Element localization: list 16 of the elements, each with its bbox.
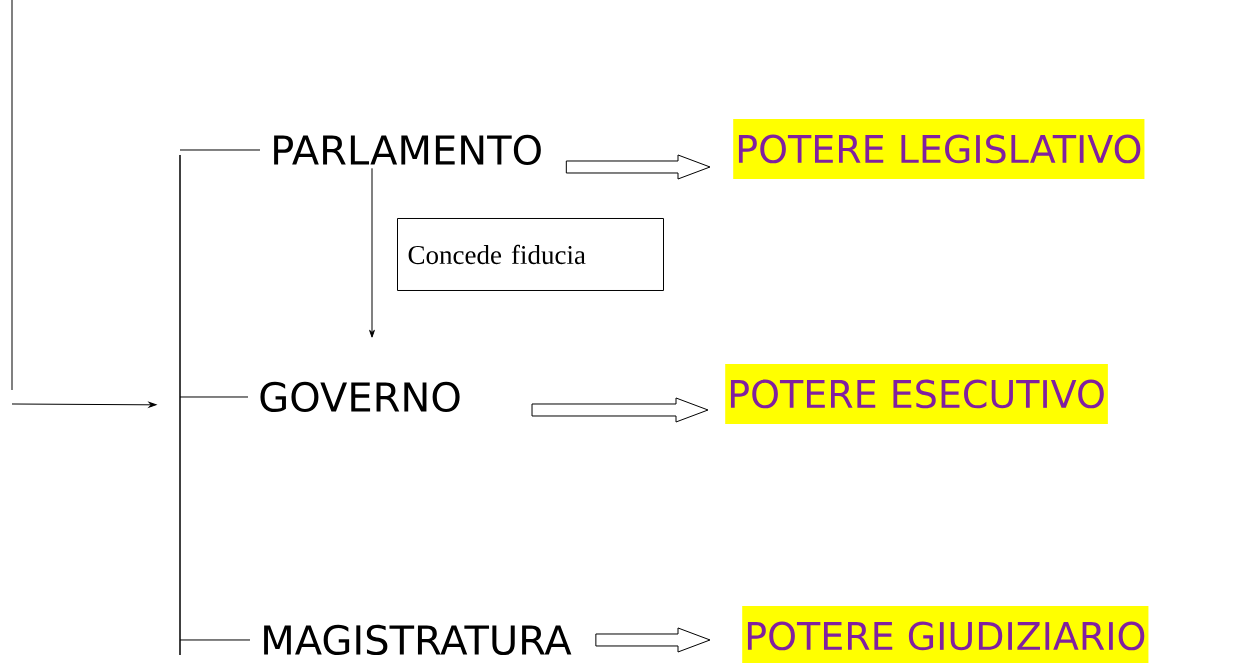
organ-label: GOVERNO xyxy=(260,381,460,413)
note-box: Concede fiducia xyxy=(397,218,664,291)
power-box: POTERE ESECUTIVO xyxy=(725,364,1108,424)
connector-line xyxy=(179,639,251,641)
arrow xyxy=(11,0,157,408)
arrow xyxy=(369,167,375,338)
connector-line xyxy=(179,396,249,398)
power-box: POTERE LEGISLATIVO xyxy=(733,119,1145,179)
block-arrow xyxy=(565,154,711,180)
block-arrow xyxy=(531,397,709,423)
bracket-line xyxy=(179,154,181,656)
block-arrow xyxy=(595,627,711,653)
organ-label: PARLAMENTO xyxy=(274,134,541,166)
connector-line xyxy=(179,149,261,151)
organ-label: MAGISTRATURA xyxy=(264,624,572,656)
power-box: POTERE GIUDIZIARIO xyxy=(742,606,1149,663)
